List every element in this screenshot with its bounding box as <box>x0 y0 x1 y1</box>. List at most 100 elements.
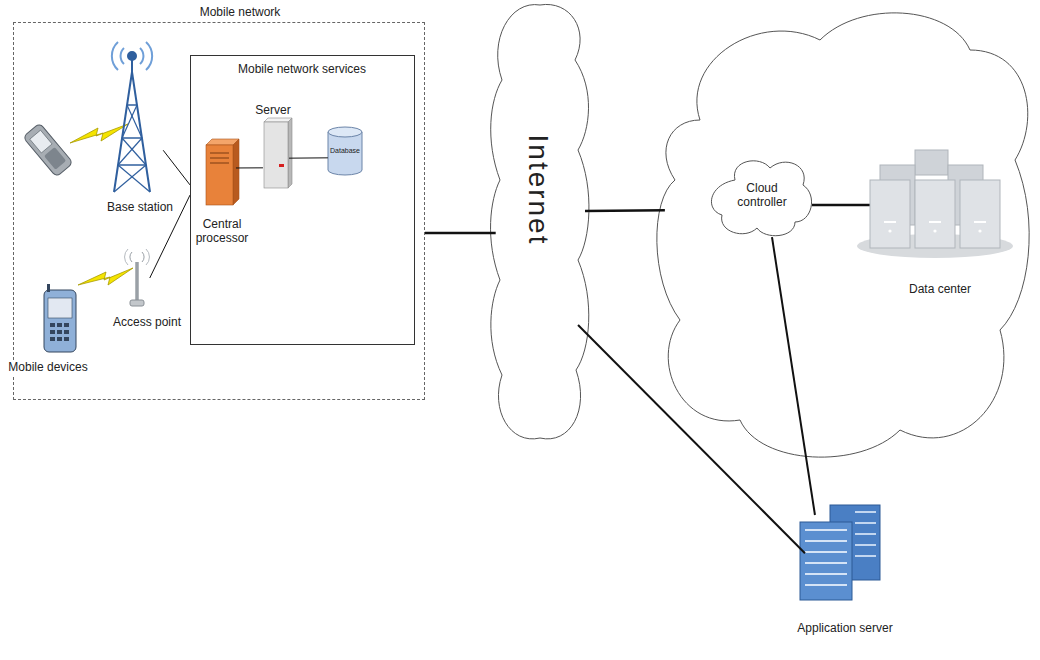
application-server-icon <box>800 505 880 600</box>
server-stripes <box>855 511 876 513</box>
base-station-tower <box>122 105 137 138</box>
data-center-servers <box>933 229 936 232</box>
data-center-servers <box>884 221 896 223</box>
node-label: Base station <box>107 201 173 215</box>
base-station-tower <box>118 165 150 192</box>
base-station-tower <box>140 48 143 64</box>
base-station-tower <box>146 42 152 70</box>
mobile-phone <box>30 130 52 153</box>
server-stripes <box>805 562 847 564</box>
database-cylinder <box>328 127 362 137</box>
internet-cloud: Internet <box>492 2 585 442</box>
access-point-antenna <box>146 249 149 265</box>
central-processor-icon <box>210 163 229 164</box>
central-processor-icon <box>233 139 239 205</box>
node-label: Cloud controller <box>727 182 797 210</box>
mobile-phone <box>48 298 72 318</box>
node-label: Server <box>255 104 290 118</box>
server-stripes <box>855 522 876 524</box>
phone-keypad <box>64 337 69 341</box>
database-cylinder <box>328 132 362 175</box>
mobile-phone <box>23 123 73 177</box>
network-link <box>236 167 263 168</box>
data-center-servers <box>960 180 1000 248</box>
server-stripes <box>805 540 847 542</box>
controller-cloud <box>711 161 811 236</box>
data-center-servers <box>915 180 955 248</box>
phone-keypad <box>50 323 69 341</box>
access-point-antenna <box>130 252 132 262</box>
mobile-phone <box>47 284 50 292</box>
access-point-antenna <box>130 300 144 306</box>
server-icon <box>279 164 284 167</box>
server: Server <box>255 108 297 196</box>
application-server-icon <box>800 522 852 600</box>
base-station-tower <box>114 165 146 192</box>
group-label: Mobile devices <box>7 361 88 375</box>
data-center-cloud: Cloud controllerData center <box>660 10 1035 465</box>
network-link <box>585 209 665 212</box>
node-label: Data center <box>909 283 971 297</box>
phone-keypad <box>57 323 62 327</box>
node-label: Database <box>330 147 360 155</box>
node-label: Central processor <box>189 218 255 246</box>
phone-keypad <box>57 337 62 341</box>
node-label: Mobile network services <box>238 63 366 77</box>
access-point: Access point <box>110 245 185 333</box>
central-processor-icon <box>210 158 229 159</box>
node-label: Application server <box>797 622 892 636</box>
internet-cloud <box>491 4 589 438</box>
network-region: Base stationCentral processorServerDatab… <box>13 22 425 400</box>
phone-keypad <box>57 330 62 334</box>
server-stripes <box>805 512 876 585</box>
database: Database <box>326 122 364 178</box>
central-processor-icon <box>210 153 229 154</box>
server-stripes <box>805 551 847 553</box>
base-station-tower <box>112 42 152 192</box>
data-center-servers <box>888 229 891 232</box>
central-processor: Central processor <box>198 138 250 256</box>
central-processor-icon <box>206 145 233 205</box>
mobile-phone <box>23 123 73 177</box>
central-processor-icon <box>206 139 239 205</box>
server-stripes <box>855 533 876 535</box>
data-center-servers <box>870 180 910 248</box>
data-center-servers <box>857 150 1013 258</box>
mobile-phone <box>44 147 66 170</box>
network-link <box>578 325 805 553</box>
server-icon <box>264 118 292 122</box>
data-center-cloud <box>657 13 1029 457</box>
phone-keypad <box>50 330 55 334</box>
access-point-antenna <box>142 252 144 262</box>
application-server: Application server <box>790 500 900 640</box>
server-stripes <box>805 573 847 575</box>
base-station: Base station <box>100 30 180 215</box>
access-point-antenna <box>135 262 139 302</box>
data-center-servers <box>929 221 941 223</box>
phone-keypad <box>50 323 55 327</box>
base-station-tower <box>131 60 133 72</box>
server-icon <box>264 118 292 188</box>
controller-wire <box>812 204 870 207</box>
phone-keypad <box>50 337 55 341</box>
base-station-tower <box>121 48 124 64</box>
wireless-link <box>78 268 133 285</box>
internet-cloud <box>491 4 589 438</box>
wireless-link <box>70 124 128 143</box>
data-center-cloud <box>657 13 1029 457</box>
network-link <box>289 157 328 158</box>
base-station-tower <box>127 104 137 106</box>
base-station-tower <box>118 138 142 165</box>
server-stripes <box>805 584 847 586</box>
access-point-antenna <box>125 249 128 265</box>
node-label: Internet <box>522 135 554 246</box>
base-station-tower <box>112 42 118 70</box>
node-label: Access point <box>113 316 181 330</box>
mobile-phone <box>44 290 76 352</box>
server-icon <box>264 122 288 188</box>
controller-cloud <box>711 161 811 236</box>
network-link <box>163 150 190 185</box>
mobile-phone <box>44 284 76 352</box>
server-icon <box>288 118 292 188</box>
